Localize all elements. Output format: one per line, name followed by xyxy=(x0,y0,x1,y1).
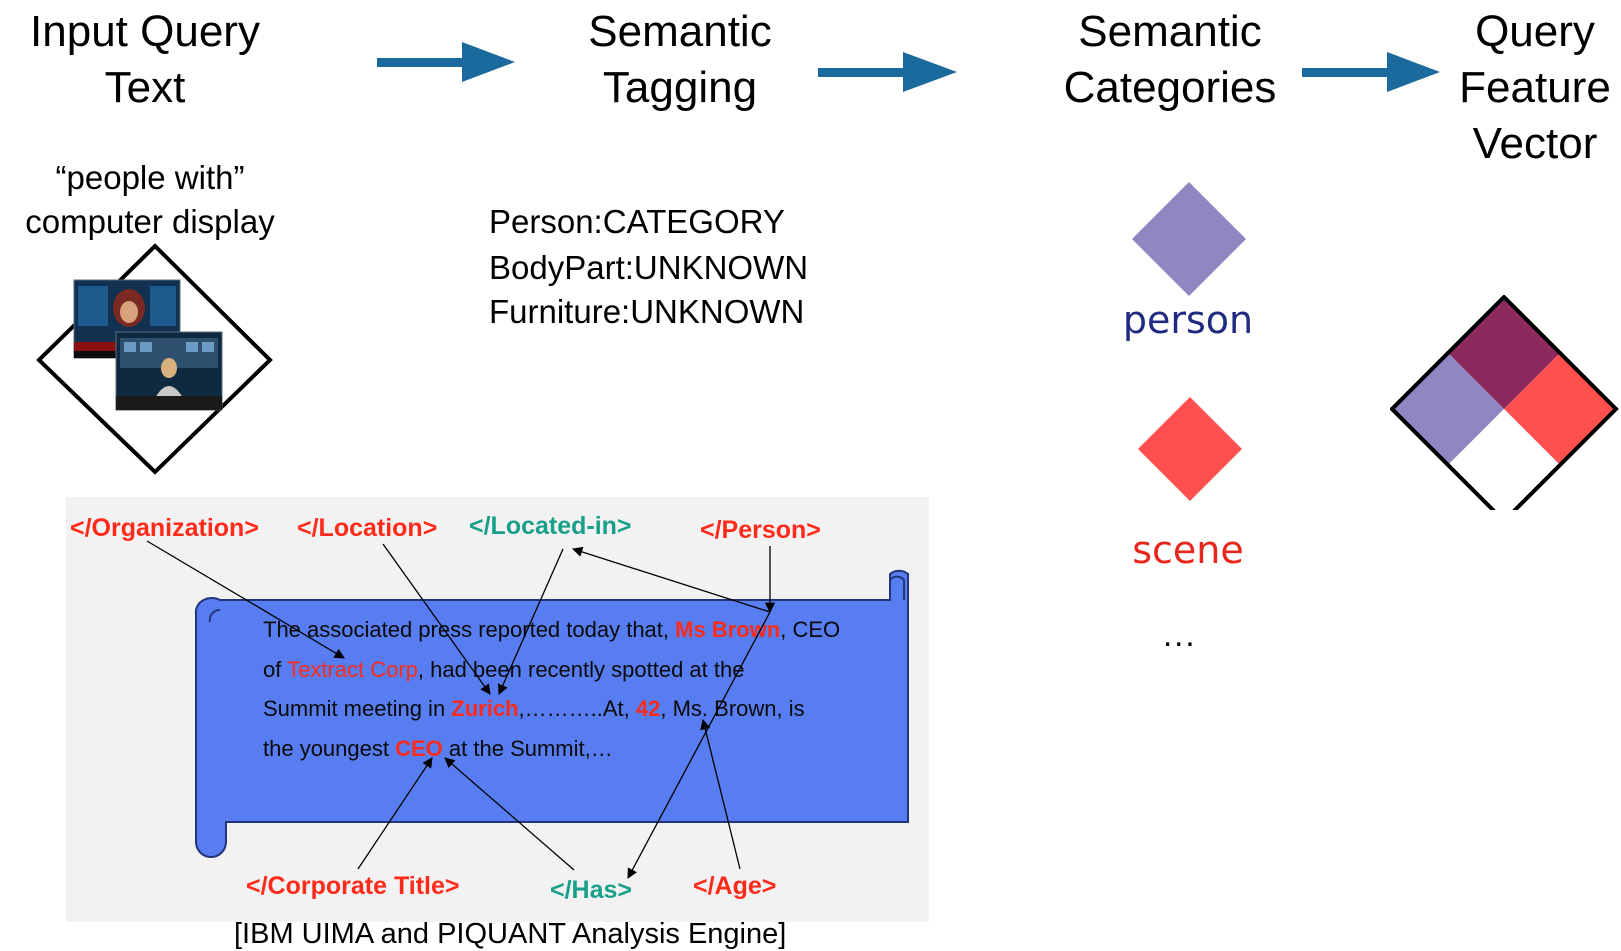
entity-ceo: CEO xyxy=(395,735,443,761)
query-text: “people with” computer display xyxy=(25,159,275,240)
tag-age: </Age> xyxy=(693,872,777,900)
flow-arrow-1 xyxy=(377,42,515,82)
stage-title-categories: Semantic Categories xyxy=(1063,7,1277,112)
person-category-label: person xyxy=(1122,298,1254,342)
person-category-diamond xyxy=(1132,182,1246,296)
tag-organization: </Organization> xyxy=(70,514,259,542)
stage-title-input: Input Query Text xyxy=(30,7,260,112)
flow-arrows xyxy=(377,42,1440,92)
stage-title-tagging: Semantic Tagging xyxy=(588,7,772,112)
scroll-line-3: Summit meeting in Zurich,………..At, 42, Ms… xyxy=(263,696,805,721)
scroll-line-1: The associated press reported today that… xyxy=(263,617,841,642)
entity-age-42: 42 xyxy=(635,696,661,721)
entity-textract-corp: Textract Corp xyxy=(287,656,418,682)
scroll-line-4: the youngest CEO at the Summit,… xyxy=(263,735,613,761)
uima-caption: [IBM UIMA and PIQUANT Analysis Engine] xyxy=(234,918,787,950)
tag-line-1: Person:CATEGORY xyxy=(489,203,785,240)
tag-located-in: </Located-in> xyxy=(469,512,632,540)
stage-title-vector: Query Feature Vector xyxy=(1459,7,1611,168)
tag-location: </Location> xyxy=(297,514,438,542)
scene-category-diamond xyxy=(1138,397,1242,501)
scroll-text: The associated press reported today that… xyxy=(263,610,903,768)
query-image-diamond xyxy=(36,243,273,475)
categories-ellipsis: ... xyxy=(1163,616,1197,653)
flow-arrow-2 xyxy=(818,52,957,92)
scroll-line-2: of Textract Corp, had been recently spot… xyxy=(263,656,745,682)
tag-has: </Has> xyxy=(550,876,633,904)
tag-corporate-title: </Corporate Title> xyxy=(246,872,460,900)
entity-ms-brown: Ms Brown xyxy=(675,617,781,642)
tag-line-3: Furniture:UNKNOWN xyxy=(489,293,805,330)
tag-line-2: BodyPart:UNKNOWN xyxy=(489,249,809,286)
news-thumbnail-2 xyxy=(115,331,223,411)
tag-person: </Person> xyxy=(700,516,821,544)
entity-zurich: Zurich xyxy=(451,696,519,721)
scene-category-label: scene xyxy=(1132,528,1244,572)
flow-arrow-3 xyxy=(1302,52,1440,92)
feature-vector-diamond xyxy=(1390,295,1619,510)
feature-cell-empty xyxy=(1448,409,1560,510)
